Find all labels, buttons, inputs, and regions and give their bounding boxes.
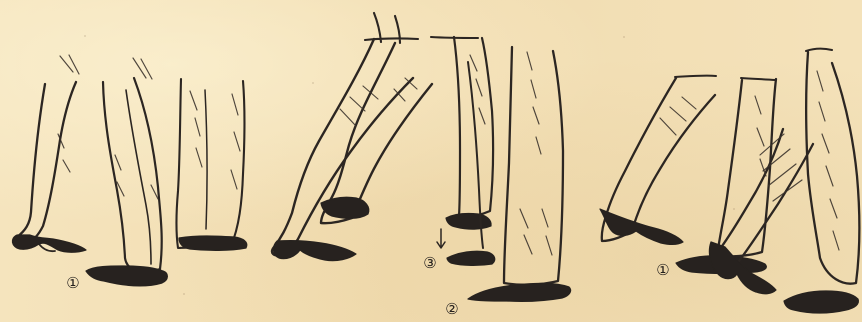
- middle-man-front-trouser: [504, 47, 563, 285]
- middle-hatching-2: [470, 52, 541, 154]
- left-front-trouser-inner: [126, 90, 151, 264]
- right-hatching-2: [817, 71, 839, 250]
- right-woman-front-leg: [716, 129, 814, 269]
- middle-woman-front-shoe: [321, 197, 369, 218]
- middle-arrow: [437, 229, 445, 248]
- middle-man-mid-shoe: [447, 251, 495, 265]
- middle-man-back-shoe: [446, 213, 491, 229]
- middle-panel-number-three-label: ③: [420, 256, 440, 276]
- middle-waist-lines: [365, 13, 478, 43]
- middle-woman-front-leg: [321, 43, 432, 223]
- left-woman-leg: [15, 82, 76, 244]
- left-front-trouser: [103, 78, 162, 272]
- middle-panel-number-two-label: ②: [442, 302, 462, 322]
- left-hatching-1: [60, 55, 152, 79]
- middle-man-front-shoe: [468, 283, 571, 301]
- right-man-front-shoe: [784, 291, 858, 313]
- left-back-shoe: [179, 236, 247, 250]
- middle-woman-back-leg: [272, 39, 413, 256]
- left-man-front-shoe: [86, 266, 167, 286]
- right-walking-group: [600, 49, 860, 313]
- right-hatching-3: [760, 134, 802, 201]
- middle-woman-back-shoe: [273, 241, 356, 261]
- left-panel-number-label: ①: [63, 276, 83, 296]
- left-back-crease: [205, 90, 207, 229]
- left-hatching-3: [190, 91, 240, 189]
- right-hatching-1: [660, 96, 766, 176]
- left-woman-shoe: [12, 235, 86, 252]
- middle-hatching-3: [520, 209, 552, 255]
- left-walking-group: [12, 55, 246, 286]
- left-back-trouser: [177, 79, 245, 248]
- right-panel-number-label: ①: [653, 263, 673, 283]
- right-man-front-trouser: [806, 52, 859, 284]
